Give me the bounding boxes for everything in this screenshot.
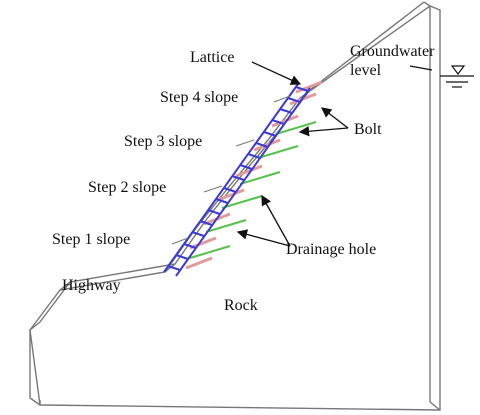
lattice-rail-right (175, 87, 311, 277)
step-slope-pointers (171, 95, 291, 245)
bolt-2 (189, 236, 217, 250)
step3-slope-label: Step 3 slope (124, 133, 202, 150)
bolt-label: Bolt (354, 121, 382, 138)
bolt-arrow-1 (320, 107, 349, 129)
drainage-hole-4 (239, 171, 281, 185)
drainage-hole-1 (189, 245, 231, 259)
drainage-hole-5 (257, 145, 299, 159)
annotation-arrows (236, 61, 433, 247)
groundwater-leader (409, 65, 433, 71)
drainage-arrow-2 (236, 229, 291, 247)
drainage-holes (189, 121, 317, 259)
bolt-6 (253, 138, 281, 152)
drainage-hole-label: Drainage hole (286, 241, 376, 258)
bolt-7 (271, 114, 299, 128)
drainage-hole-6 (275, 121, 317, 135)
rock-label: Rock (224, 297, 258, 314)
groundwater-label-line2: level (350, 62, 382, 79)
lattice-label: Lattice (190, 49, 234, 66)
bolt-5 (235, 164, 263, 178)
bolt-9 (295, 80, 323, 94)
lattice-frame (163, 83, 311, 277)
drainage-hole-3 (221, 195, 263, 209)
drainage-hole-2 (205, 219, 247, 233)
step1-slope-label: Step 1 slope (52, 231, 130, 248)
groundwater-label-line1: Groundwater (350, 43, 435, 60)
highway-label: Highway (62, 277, 121, 294)
step2-slope-label: Step 2 slope (88, 179, 166, 196)
water-table-symbol-icon (440, 65, 474, 88)
drainage-arrow-1 (261, 194, 291, 247)
bolt-4 (217, 188, 245, 202)
lattice-arrow (251, 61, 302, 85)
bolt-arrow-2 (298, 126, 349, 137)
step4-slope-label: Step 4 slope (160, 89, 238, 106)
lattice-rail-left (163, 83, 299, 273)
bolt-1 (185, 256, 213, 270)
